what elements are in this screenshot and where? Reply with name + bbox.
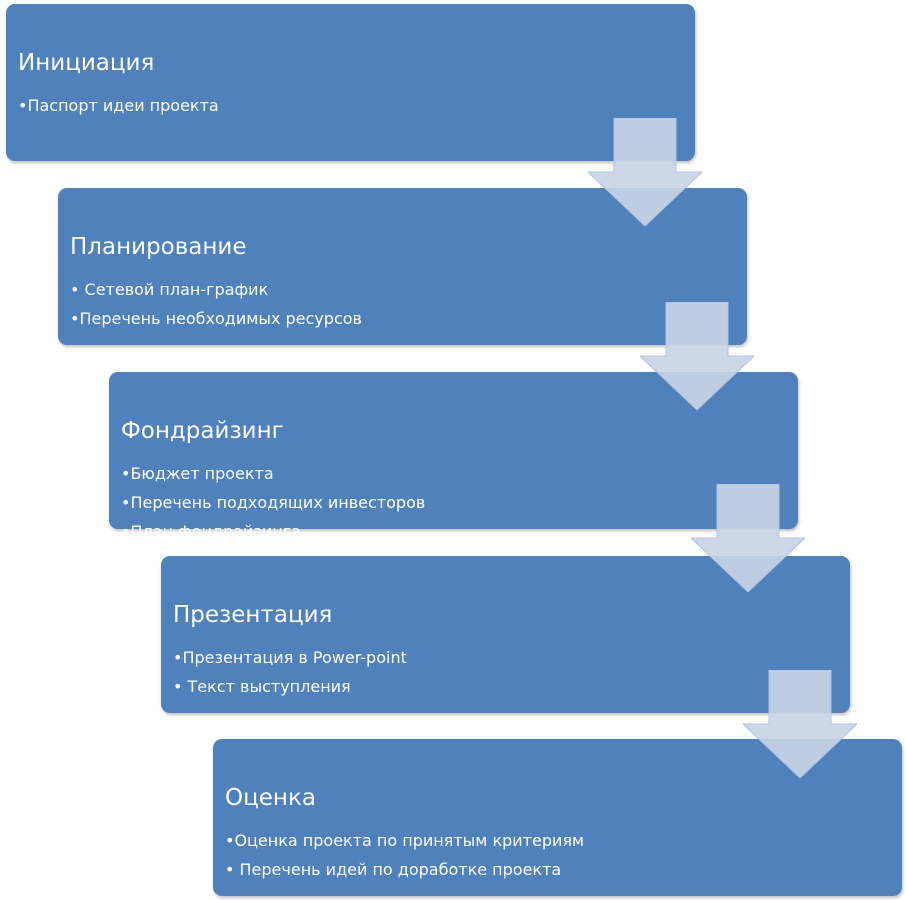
stage-deliverables: •Паспорт идеи проекта (18, 91, 219, 120)
deliverable-item: • Сетевой план-график (70, 280, 269, 299)
down-arrow-icon (588, 118, 702, 226)
down-arrow-icon (743, 670, 857, 778)
stage-title: Оценка (225, 785, 316, 811)
deliverable-item: •Оценка проекта по принятым критериям (225, 831, 585, 850)
stage-deliverables: •Презентация в Power-point • Текст высту… (173, 643, 407, 701)
stage-title: Инициация (18, 50, 155, 76)
stage-title: Презентация (173, 602, 333, 628)
deliverable-item: •Бюджет проекта (121, 464, 274, 483)
down-arrow-icon (691, 484, 805, 592)
stage-title: Планирование (70, 234, 247, 260)
deliverable-item: • Текст выступления (173, 677, 351, 696)
down-arrow-icon (640, 302, 754, 410)
deliverable-item: •Паспорт идеи проекта (18, 96, 219, 115)
deliverable-item: • Перечень идей по доработке проекта (225, 860, 562, 879)
deliverable-item: •Презентация в Power-point (173, 648, 407, 667)
stage-initiation: Инициация •Паспорт идеи проекта (6, 4, 695, 161)
deliverable-item: •Перечень необходимых ресурсов (70, 309, 362, 328)
stage-deliverables: • Сетевой план-график •Перечень необходи… (70, 275, 362, 333)
stage-deliverables: •Оценка проекта по принятым критериям • … (225, 826, 584, 884)
deliverable-item: •Перечень подходящих инвесторов (121, 493, 426, 512)
deliverable-item: •План фондрайзинга (121, 522, 301, 541)
stage-deliverables: •Бюджет проекта •Перечень подходящих инв… (121, 459, 425, 546)
stage-title: Фондрайзинг (121, 418, 284, 444)
stage-fundraising: Фондрайзинг •Бюджет проекта •Перечень по… (109, 372, 798, 541)
stage-presentation: Презентация •Презентация в Power-point •… (161, 556, 850, 713)
